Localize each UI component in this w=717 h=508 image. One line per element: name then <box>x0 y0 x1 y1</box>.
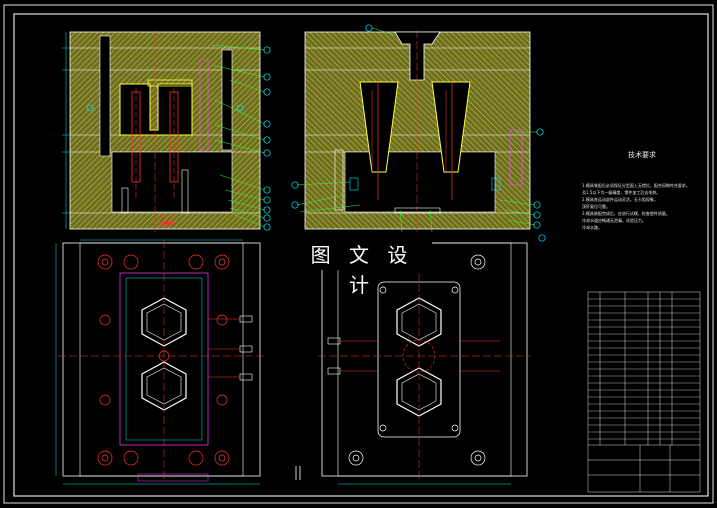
drawing-border-inner <box>13 13 709 497</box>
section-view-right <box>304 30 531 232</box>
part-callouts-right <box>296 27 538 233</box>
part-balloons-left <box>263 46 271 231</box>
technical-requirements-title: 技术要求 <box>628 151 656 159</box>
plan-view-right <box>295 240 530 485</box>
part-balloons-right <box>291 24 546 242</box>
watermark-banner: 图 文 设 计 <box>292 240 432 297</box>
requirement-line: 及1.5以下为一级精度，零件加工后去毛刺。 <box>582 190 661 195</box>
requirement-line: 冷却水道应畅通无泄漏，试验压力。 <box>582 218 646 223</box>
requirement-line: 冷却水路。 <box>582 225 602 230</box>
requirement-line: 1.模具装配后必须保证分型面上无错位，配合间隙符合要求。 <box>582 183 690 188</box>
svg-text:■■■: ■■■ <box>162 220 174 225</box>
part-callouts-left <box>211 44 266 228</box>
section-view-left: ■■■ <box>62 30 261 232</box>
requirement-line: 顶杆复位可靠。 <box>582 204 610 209</box>
plan-view-left <box>55 239 265 485</box>
parts-list-table <box>587 291 701 493</box>
drawing-border-outer <box>3 4 714 504</box>
requirement-line: 2.模具各运动部件运动灵活，无卡阻现象。 <box>582 197 658 202</box>
technical-requirements: 技术要求 1.模具装配后必须保证分型面上无错位，配合间隙符合要求。 及1.5以下… <box>582 150 702 231</box>
title-block <box>588 444 700 492</box>
parts-list-rows <box>588 298 700 440</box>
requirement-line: 3.模具装配完成后，应进行试模，检查塑件质量。 <box>582 211 670 216</box>
